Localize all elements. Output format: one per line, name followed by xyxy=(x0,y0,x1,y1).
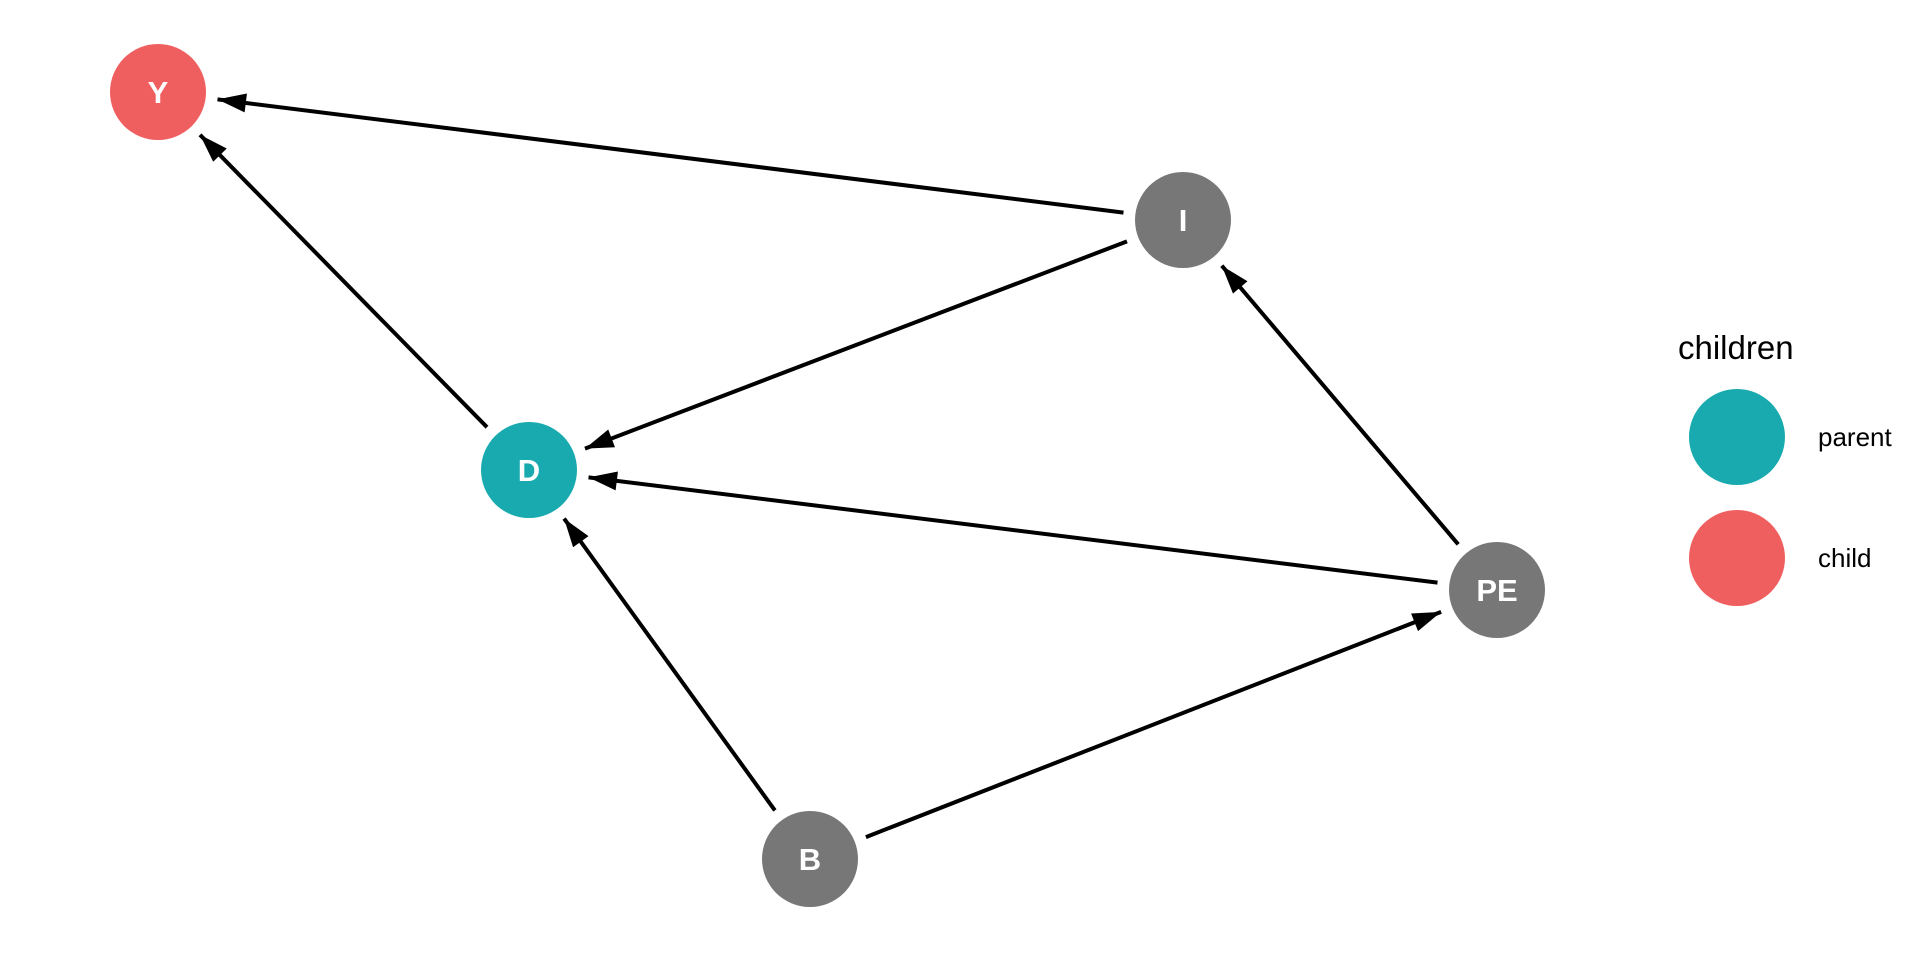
legend: children parent child xyxy=(1678,331,1920,606)
edge-PE-I xyxy=(1220,264,1460,546)
legend-item-parent: parent xyxy=(1689,389,1920,485)
node-PE: PE xyxy=(1449,542,1545,638)
legend-label-child: child xyxy=(1818,542,1872,573)
node-layer: Y I D PE B xyxy=(110,44,1545,907)
node-label-D: D xyxy=(518,453,540,488)
node-circle-Y xyxy=(110,44,206,140)
node-Y: Y xyxy=(110,44,206,140)
edge-layer xyxy=(198,93,1460,839)
node-circle-D xyxy=(481,422,577,518)
legend-item-child: child xyxy=(1689,510,1920,606)
edge-I-D xyxy=(584,239,1128,451)
edge-PE-D xyxy=(588,471,1438,585)
node-circle-PE xyxy=(1449,542,1545,638)
legend-key-parent-icon xyxy=(1689,389,1785,485)
node-D: D xyxy=(481,422,577,518)
node-B: B xyxy=(762,811,858,907)
node-label-Y: Y xyxy=(148,75,169,110)
node-circle-B xyxy=(762,811,858,907)
node-label-B: B xyxy=(799,842,821,877)
legend-key-child-icon xyxy=(1689,510,1785,606)
node-label-I: I xyxy=(1179,203,1188,238)
edge-B-D xyxy=(562,517,777,812)
legend-label-parent: parent xyxy=(1818,421,1892,452)
edge-B-PE xyxy=(865,610,1442,839)
node-circle-I xyxy=(1135,172,1231,268)
edge-I-Y xyxy=(217,93,1124,215)
node-I: I xyxy=(1135,172,1231,268)
legend-title: children xyxy=(1678,329,1794,366)
edge-D-Y xyxy=(198,133,489,429)
node-label-PE: PE xyxy=(1476,573,1517,608)
